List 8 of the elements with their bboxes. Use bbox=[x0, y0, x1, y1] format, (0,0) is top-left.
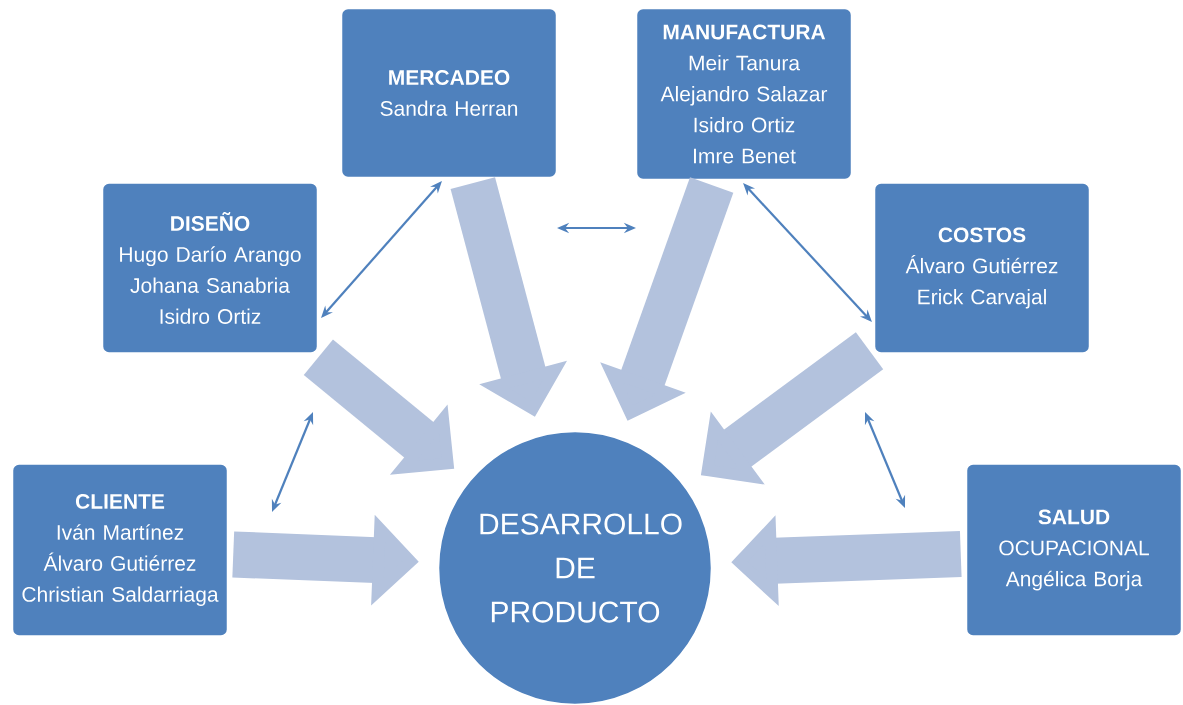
team-box: SALUD OCUPACIONAL Angélica Borja bbox=[964, 462, 1183, 638]
arrow bbox=[743, 183, 872, 322]
team-box: DISEÑO Hugo Darío Arango Johana Sanabria Isidro Ortiz bbox=[100, 181, 320, 355]
team-box: COSTOS Álvaro Gutiérrez Erick Carvajal bbox=[872, 181, 1092, 355]
team-box: MANUFACTURA Meir Tanura Alejandro Salazar Isidro Ortiz Imre Benet bbox=[634, 6, 854, 182]
arrow bbox=[321, 181, 442, 318]
team-box: MERCADEO Sandra Herran bbox=[339, 6, 559, 180]
team-box: CLIENTE Iván Martínez Álvaro Gutiérrez Christian Saldarriaga bbox=[10, 462, 230, 638]
